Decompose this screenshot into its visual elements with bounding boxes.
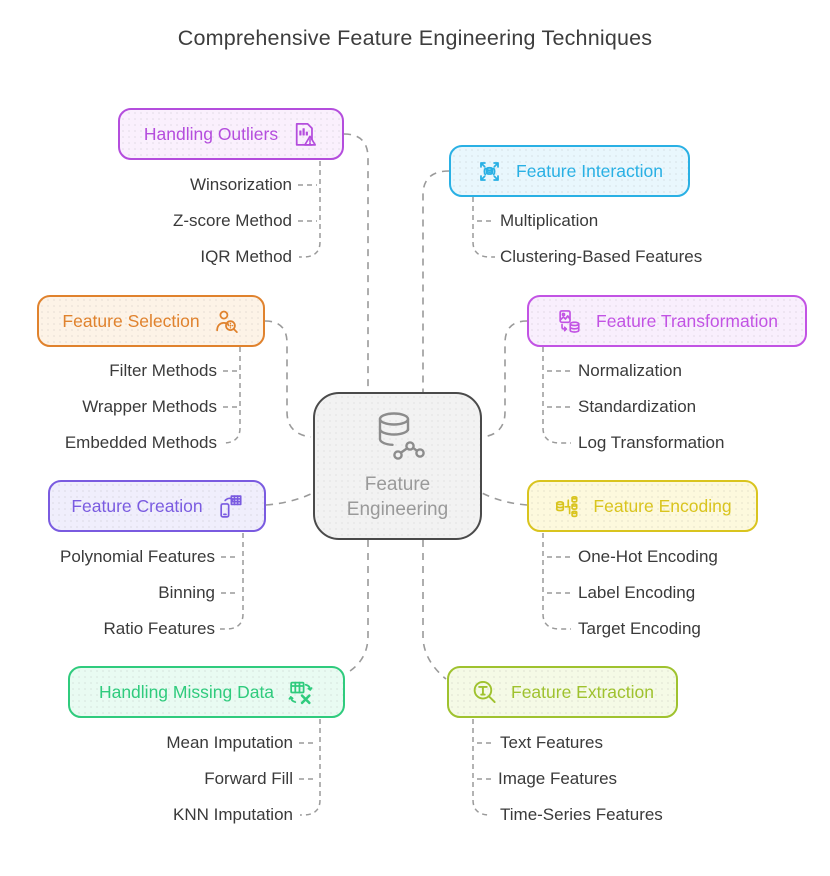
item-links-interaction	[472, 197, 495, 258]
expand-database-icon	[476, 158, 503, 185]
central-node-label: Feature Engineering	[346, 474, 449, 520]
node-handling-missing-data: Handling Missing Data	[68, 666, 345, 718]
technique-item: Polynomial Features	[60, 547, 215, 566]
database-split-icon	[553, 493, 580, 520]
link-transformation-center	[482, 320, 528, 438]
node-label: Feature Interaction	[516, 160, 663, 181]
node-label: Feature Extraction	[511, 681, 654, 702]
node-label: Feature Encoding	[593, 495, 732, 516]
technique-item: Binning	[158, 583, 215, 602]
technique-item: Image Features	[498, 769, 618, 788]
technique-item: Log Transformation	[578, 433, 725, 452]
node-handling-outliers: Handling Outliers	[118, 108, 344, 160]
link-selection-center	[264, 320, 312, 438]
item-links-selection	[222, 347, 241, 444]
chart-document-warning-icon	[291, 121, 318, 148]
technique-item: Z-score Method	[172, 211, 292, 230]
link-extraction-center	[422, 540, 447, 680]
technique-item: Forward Fill	[204, 769, 293, 788]
diagram-title: Comprehensive Feature Engineering Techni…	[177, 26, 653, 50]
link-interaction-center	[422, 170, 450, 392]
node-label: Feature Selection	[62, 310, 200, 331]
text-magnifier-icon	[471, 679, 498, 706]
link-creation-center	[265, 492, 314, 506]
link-encoding-center	[481, 492, 528, 506]
technique-item: Embedded Methods	[64, 433, 217, 452]
node-label: Handling Outliers	[143, 123, 279, 144]
item-links-encoding	[542, 533, 571, 630]
link-missing-center	[346, 540, 369, 674]
technique-item: Multiplication	[500, 211, 599, 230]
technique-item: One-Hot Encoding	[578, 547, 718, 566]
technique-item: Ratio Features	[103, 619, 216, 638]
node-feature-extraction: Feature Extraction	[447, 666, 678, 718]
item-links-transformation	[542, 347, 571, 444]
item-links-creation	[220, 533, 244, 630]
node-label: Handling Missing Data	[98, 681, 275, 702]
table-refresh-x-icon	[287, 679, 314, 706]
node-feature-interaction: Feature Interaction	[449, 145, 690, 197]
link-outliers-center	[343, 133, 369, 392]
database-graph-icon	[367, 409, 429, 465]
technique-item: Filter Methods	[109, 361, 217, 380]
node-feature-transformation: Feature Transformation	[527, 295, 807, 347]
item-links-extraction	[472, 719, 492, 816]
technique-item: Time-Series Features	[500, 805, 663, 824]
technique-item: Text Features	[500, 733, 603, 752]
technique-item: KNN Imputation	[173, 805, 293, 824]
technique-item: Mean Imputation	[166, 733, 293, 752]
technique-item: Target Encoding	[578, 619, 701, 638]
node-feature-selection: Feature Selection	[37, 295, 265, 347]
technique-item: Wrapper Methods	[82, 397, 217, 416]
image-to-database-icon	[556, 308, 583, 335]
technique-item: Normalization	[578, 361, 682, 380]
node-label: Feature Creation	[71, 495, 203, 516]
person-search-icon	[213, 308, 240, 335]
item-links-outliers	[298, 161, 321, 258]
technique-item: Winsorization	[189, 175, 292, 194]
technique-item: Label Encoding	[578, 583, 696, 602]
node-feature-creation: Feature Creation	[48, 480, 266, 532]
phone-to-table-icon	[216, 493, 243, 520]
technique-item: Clustering-Based Features	[500, 247, 703, 266]
technique-item: IQR Method	[200, 247, 292, 266]
node-feature-encoding: Feature Encoding	[527, 480, 758, 532]
item-links-missing	[299, 719, 321, 816]
central-node-feature-engineering: Feature Engineering	[313, 392, 482, 540]
technique-item: Standardization	[578, 397, 697, 416]
node-label: Feature Transformation	[596, 310, 778, 331]
